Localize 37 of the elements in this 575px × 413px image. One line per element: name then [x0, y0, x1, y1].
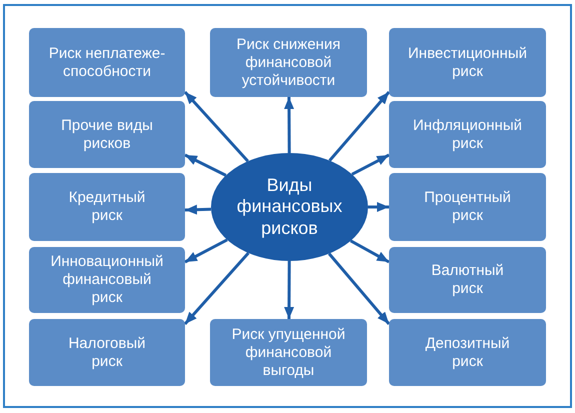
- arrow: [284, 260, 294, 320]
- risk-box: [389, 28, 546, 97]
- arrow: [328, 252, 390, 325]
- risk-box: [389, 247, 546, 313]
- box-label: Риск неплатеже-способности: [48, 44, 166, 80]
- risk-box: [29, 28, 185, 97]
- risk-box: [210, 28, 367, 97]
- arrow: [284, 96, 294, 154]
- box-label: Инновационный финансовый риск: [50, 253, 164, 307]
- arrow: [184, 154, 227, 177]
- box-label: Депозитный риск: [424, 334, 511, 370]
- box-label: Риск снижения финансовой устойчивости: [236, 36, 342, 90]
- arrow: [350, 239, 390, 264]
- arrow: [184, 91, 249, 162]
- box-label: Кредитный риск: [68, 189, 146, 225]
- box-label: Инфляционный риск: [412, 116, 523, 152]
- arrow: [184, 238, 228, 264]
- box-label: Риск упущенной финансовой выгоды: [230, 326, 346, 380]
- box-label: Прочие виды рисков: [60, 116, 154, 152]
- central-label: Виды финансовых рисков: [236, 174, 344, 240]
- risk-box: [389, 173, 546, 241]
- arrow: [368, 202, 389, 212]
- box-label: Налоговый риск: [67, 334, 147, 370]
- box-label: Валютный риск: [430, 262, 505, 298]
- arrow: [351, 154, 390, 176]
- arrow: [184, 252, 250, 325]
- risk-box: [389, 319, 546, 386]
- arrow: [184, 204, 212, 215]
- arrow: [328, 91, 390, 162]
- risk-box: [29, 247, 185, 313]
- box-label: Инвестиционный риск: [407, 44, 528, 80]
- risk-box: [29, 319, 185, 386]
- risk-box: [29, 101, 185, 168]
- risk-box: [210, 319, 367, 386]
- risk-box: [29, 173, 185, 241]
- risk-box: [389, 101, 546, 168]
- box-label: Процентный риск: [423, 189, 512, 225]
